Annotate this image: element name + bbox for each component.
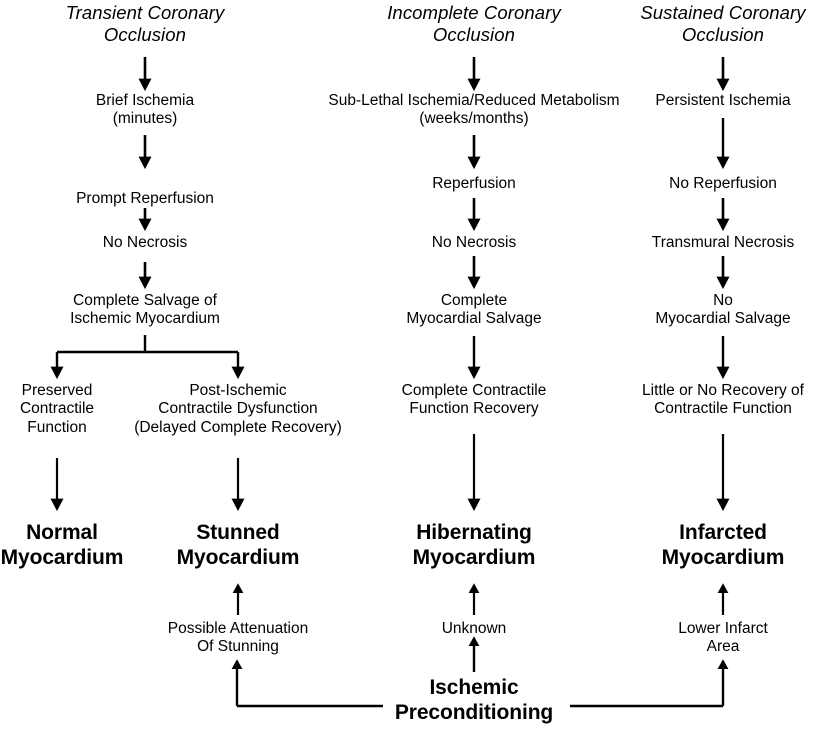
node-little-or-no-recovery-contractile-function: Little or No Recovery of Contractile Fun…	[642, 382, 804, 418]
note-unknown: Unknown	[441, 620, 507, 637]
outcome-normal-myocardium: Normal Myocardium	[0, 521, 124, 569]
node-complete-contractile-function-recovery: Complete Contractile Function Recovery	[401, 382, 547, 418]
node-brief-ischemia: Brief Ischemia (minutes)	[95, 92, 195, 128]
node-complete-myocardial-salvage: Complete Myocardial Salvage	[406, 292, 542, 328]
node-complete-salvage-ischemic-myocardium: Complete Salvage of Ischemic Myocardium	[70, 292, 220, 328]
node-no-necrosis-transient: No Necrosis	[102, 234, 188, 251]
branch-split-complete-salvage	[50, 335, 245, 380]
elbow-preconditioning-to-lower-infarct	[570, 659, 729, 708]
node-post-ischemic-contractile-dysfunction: Post-Ischemic Contractile Dysfunction (D…	[134, 382, 342, 436]
note-lower-infarct-area: Lower Infarct Area	[678, 620, 768, 656]
node-persistent-ischemia: Persistent Ischemia	[655, 92, 791, 109]
node-preserved-contractile-function: Preserved Contractile Function	[19, 382, 95, 436]
node-prompt-reperfusion: Prompt Reperfusion	[76, 190, 214, 207]
outcome-stunned-myocardium: Stunned Myocardium	[176, 521, 300, 569]
column-header-sustained-coronary-occlusion: Sustained Coronary Occlusion	[640, 2, 806, 45]
node-reperfusion: Reperfusion	[432, 175, 516, 192]
node-no-necrosis-incomplete: No Necrosis	[431, 234, 517, 251]
node-transmural-necrosis: Transmural Necrosis	[651, 234, 795, 251]
node-no-reperfusion: No Reperfusion	[669, 175, 777, 192]
outcome-infarcted-myocardium: Infarcted Myocardium	[661, 521, 785, 569]
column-header-transient-coronary-occlusion: Transient Coronary Occlusion	[65, 2, 225, 45]
column-header-incomplete-coronary-occlusion: Incomplete Coronary Occlusion	[387, 2, 561, 45]
outcome-hibernating-myocardium: Hibernating Myocardium	[412, 521, 536, 569]
node-no-myocardial-salvage: No Myocardial Salvage	[655, 292, 791, 328]
node-ischemic-preconditioning: Ischemic Preconditioning	[394, 676, 554, 724]
elbow-preconditioning-to-attenuation	[231, 659, 383, 708]
node-sublethal-ischemia-reduced-metabolism: Sub-Lethal Ischemia/Reduced Metabolism (…	[328, 92, 620, 128]
note-possible-attenuation-of-stunning: Possible Attenuation Of Stunning	[167, 620, 309, 656]
